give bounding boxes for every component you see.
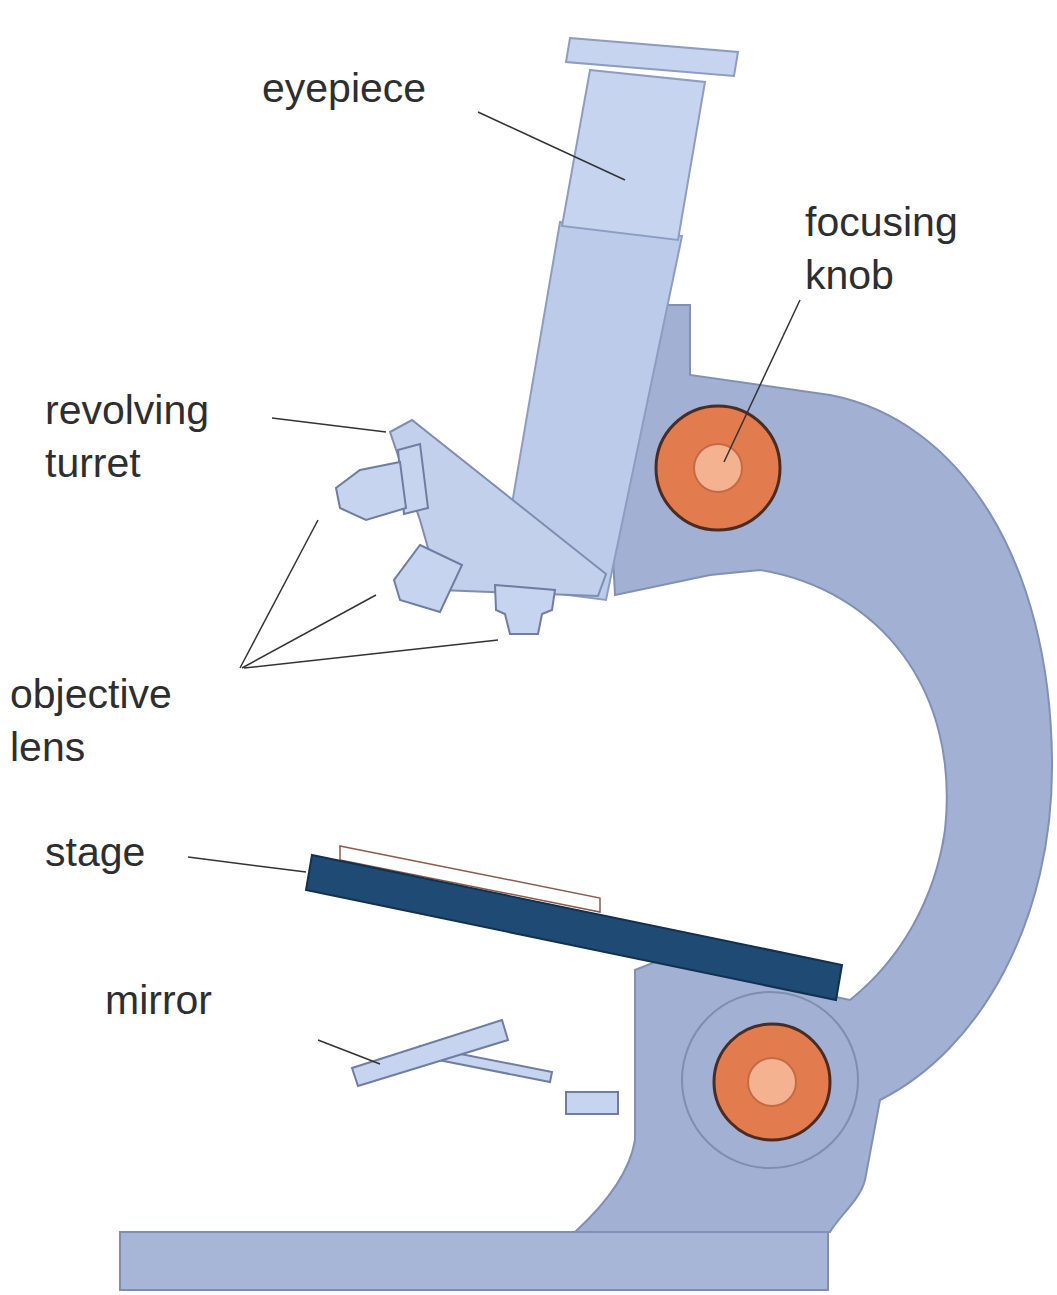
arm (575, 305, 1052, 1232)
eyepiece-tube (562, 70, 705, 240)
focus-knobs (656, 406, 830, 1140)
part-label: mirror (105, 974, 212, 1027)
part-label: focusing knob (805, 196, 1015, 303)
part-label: objective lens (10, 668, 235, 775)
part-label: stage (45, 826, 145, 879)
joint (682, 992, 858, 1168)
objectives (336, 444, 555, 634)
part-label: eyepiece (262, 62, 426, 115)
stage-plate (306, 855, 842, 1000)
eyepiece-flange (566, 38, 738, 76)
mirror-assembly (352, 1020, 618, 1114)
leader-lines (188, 112, 800, 1064)
part-label: revolving turret (45, 384, 270, 491)
base (120, 1232, 828, 1290)
